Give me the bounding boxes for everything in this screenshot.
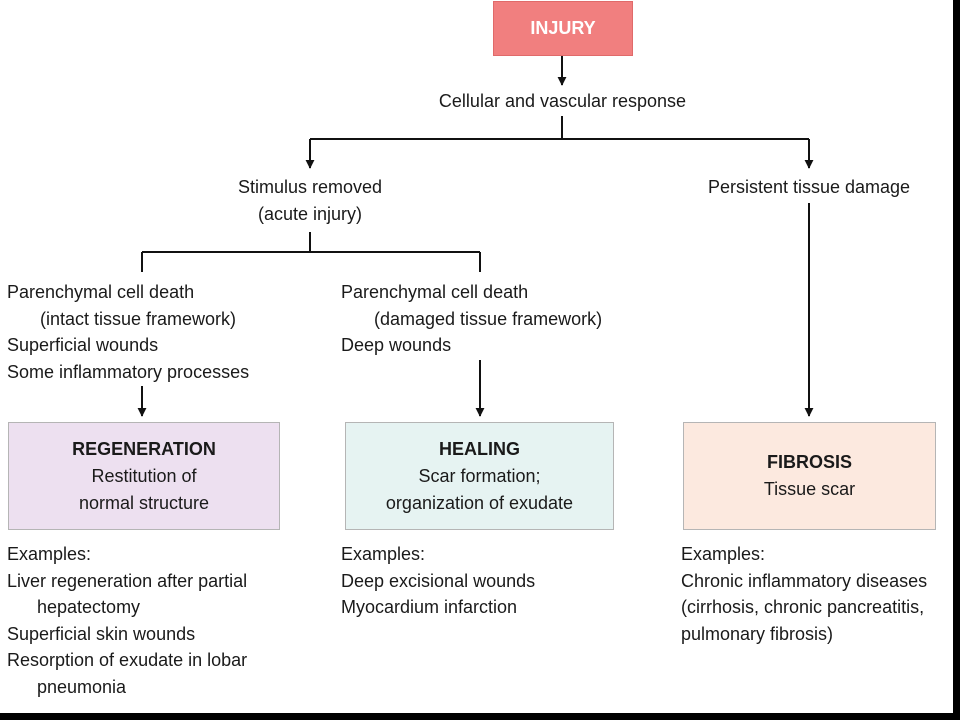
- injury-box: INJURY: [493, 1, 633, 56]
- response-label: Cellular and vascular response: [438, 91, 687, 111]
- left-causes: Parenchymal cell death (intact tissue fr…: [7, 282, 250, 382]
- regeneration-box: REGENERATION Restitution of normal struc…: [8, 422, 280, 530]
- persistent-label: Persistent tissue damage: [707, 177, 911, 197]
- healing-examples: Examples: Deep excisional wounds Myocard…: [341, 544, 536, 617]
- fibrosis-box: FIBROSIS Tissue scar: [683, 422, 936, 530]
- mid-causes: Parenchymal cell death (damaged tissue f…: [341, 282, 603, 355]
- regeneration-examples: Examples: Liver regeneration after parti…: [7, 544, 248, 697]
- fibrosis-examples: Examples: Chronic inflammatory diseases …: [681, 544, 928, 644]
- healing-box: HEALING Scar formation; organization of …: [345, 422, 614, 530]
- fibrosis-title: FIBROSIS: [766, 452, 852, 472]
- injury-label: INJURY: [530, 18, 596, 38]
- regeneration-title: REGENERATION: [72, 438, 216, 459]
- healing-title: HEALING: [439, 438, 520, 459]
- acute-label: Stimulus removed (acute injury): [237, 177, 383, 224]
